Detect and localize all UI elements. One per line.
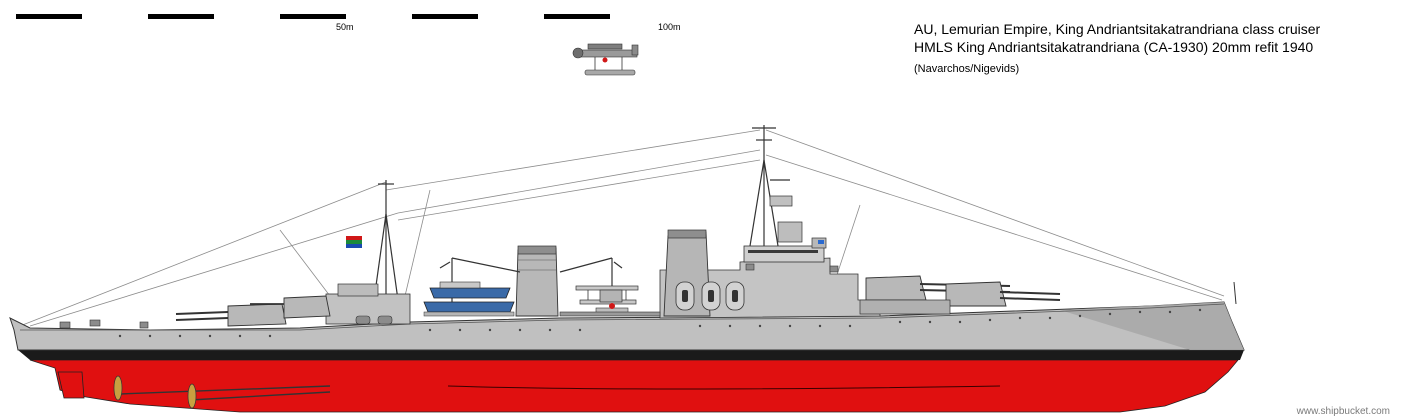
propeller-shafts bbox=[119, 385, 331, 401]
antifouling-hull bbox=[29, 359, 1239, 413]
foretop-platform bbox=[769, 195, 793, 207]
scale-segment bbox=[610, 14, 676, 19]
aft-turret-x bbox=[175, 303, 287, 327]
director-tower bbox=[777, 221, 803, 243]
bilge-keel bbox=[447, 385, 1001, 390]
scale-segment bbox=[544, 14, 610, 19]
ensign-flag-icon bbox=[346, 236, 362, 248]
credit-line: (Navarchos/Nigevids) bbox=[914, 63, 1020, 75]
aft-funnel-bands bbox=[518, 259, 556, 271]
bridge-windows bbox=[748, 250, 818, 253]
scale-segment bbox=[346, 14, 412, 19]
forward-funnel-cap bbox=[667, 229, 707, 239]
bridge-flag-box bbox=[818, 240, 824, 244]
title-line-2: HMLS King Andriantsitakatrandriana (CA-1… bbox=[914, 39, 1314, 55]
title-block: AU, Lemurian Empire, King Andriantsitaka… bbox=[914, 20, 1320, 78]
aft-turret-y bbox=[250, 295, 331, 319]
forward-turret-b bbox=[945, 281, 1061, 307]
catapult bbox=[559, 311, 661, 317]
aft-funnel-cap bbox=[517, 245, 557, 255]
aa-guns bbox=[59, 263, 839, 329]
foremast bbox=[749, 125, 790, 247]
boot-topping bbox=[18, 350, 1244, 360]
title-line-1: AU, Lemurian Empire, King Andriantsitaka… bbox=[914, 21, 1321, 37]
rudder bbox=[57, 371, 85, 399]
scale-label-100m: 100m bbox=[658, 22, 681, 32]
rigging-wires bbox=[19, 129, 1225, 327]
scale-segment bbox=[478, 14, 544, 19]
scale-segment bbox=[148, 14, 214, 19]
propeller-icon bbox=[113, 375, 197, 409]
scale-segment bbox=[412, 14, 478, 19]
scale-segment bbox=[214, 14, 280, 19]
deck-edge-line bbox=[20, 303, 1225, 331]
scale-segment bbox=[280, 14, 346, 19]
mainmast bbox=[373, 180, 399, 301]
bridge-deck bbox=[743, 245, 825, 263]
scale-segment bbox=[16, 14, 82, 19]
scale-segment bbox=[82, 14, 148, 19]
watermark: www.shipbucket.com bbox=[1296, 406, 1390, 417]
jack-staff bbox=[1233, 281, 1237, 305]
seaplane-icon bbox=[572, 43, 639, 76]
aft-director bbox=[337, 283, 379, 297]
scale-label-50m: 50m bbox=[336, 22, 354, 32]
ships-boats bbox=[423, 281, 515, 317]
aft-funnel bbox=[515, 247, 559, 317]
scale-bar: 50m 100m bbox=[16, 14, 681, 32]
porthole-row bbox=[118, 308, 1202, 338]
ventilator-slots bbox=[682, 290, 738, 302]
bow-shading bbox=[1060, 302, 1244, 350]
forward-barbette bbox=[859, 299, 951, 315]
catapult-biplane bbox=[575, 285, 639, 315]
